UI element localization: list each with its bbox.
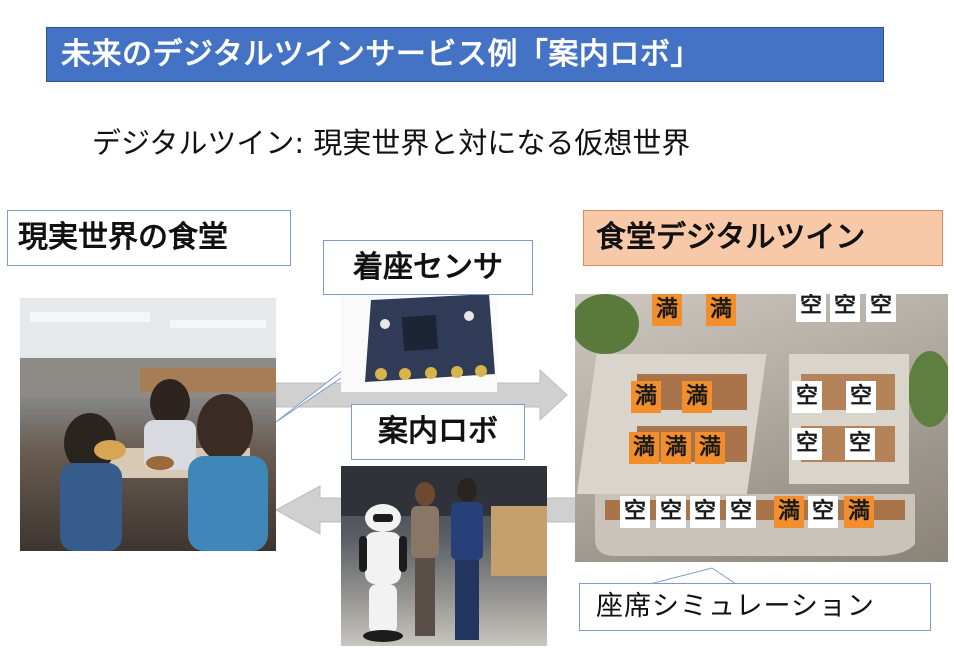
seat-simulation-label: 座席シミュレーション — [579, 583, 931, 631]
seat-status-empty: 空 — [846, 381, 876, 413]
seat-status-empty: 空 — [726, 496, 756, 528]
page-title: 未来のデジタルツインサービス例「案内ロボ」 — [46, 27, 884, 82]
guide-robot-label: 案内ロボ — [351, 404, 525, 460]
guide-robot-photo — [341, 466, 547, 646]
seat-status-full: 満 — [706, 294, 736, 326]
seat-status-full: 満 — [629, 432, 659, 464]
seat-status-empty: 空 — [866, 294, 896, 322]
seat-sensor-label: 着座センサ — [323, 240, 533, 295]
seat-status-empty: 空 — [690, 496, 720, 528]
cafeteria-illustration — [20, 298, 276, 551]
seat-status-empty: 空 — [620, 496, 650, 528]
cafeteria-digital-twin-label: 食堂デジタルツイン — [583, 210, 943, 266]
cafeteria-photo — [20, 298, 276, 551]
seat-status-empty: 空 — [656, 496, 686, 528]
seat-status-full: 満 — [661, 432, 691, 464]
seat-status-empty: 空 — [792, 428, 822, 460]
seat-status-full: 満 — [652, 294, 682, 326]
seat-status-full: 満 — [774, 496, 804, 528]
sensor-board-illustration — [365, 294, 495, 382]
digital-twin-floorplan: 満 満 空 空 空 満 満 空 空 満 満 満 空 空 空 空 空 空 満 空 … — [575, 294, 948, 562]
seat-status-full: 満 — [682, 381, 712, 413]
real-world-cafeteria-label: 現実世界の食堂 — [7, 210, 291, 266]
seat-status-empty: 空 — [792, 381, 822, 413]
seat-sensor-photo — [341, 294, 497, 392]
seat-status-full: 満 — [844, 496, 874, 528]
seat-status-empty: 空 — [808, 496, 838, 528]
seat-status-empty: 空 — [830, 294, 860, 322]
guide-robot-illustration — [341, 466, 547, 642]
seat-status-empty: 空 — [796, 294, 826, 322]
sensor-callout-pointer — [275, 359, 357, 423]
simulation-callout-pointer — [649, 567, 737, 585]
seat-status-empty: 空 — [845, 428, 875, 460]
seat-status-full: 満 — [631, 381, 661, 413]
right-arrow-icon — [275, 368, 568, 422]
definition-text: デジタルツイン: 現実世界と対になる仮想世界 — [92, 126, 691, 160]
seat-status-full: 満 — [695, 432, 725, 464]
